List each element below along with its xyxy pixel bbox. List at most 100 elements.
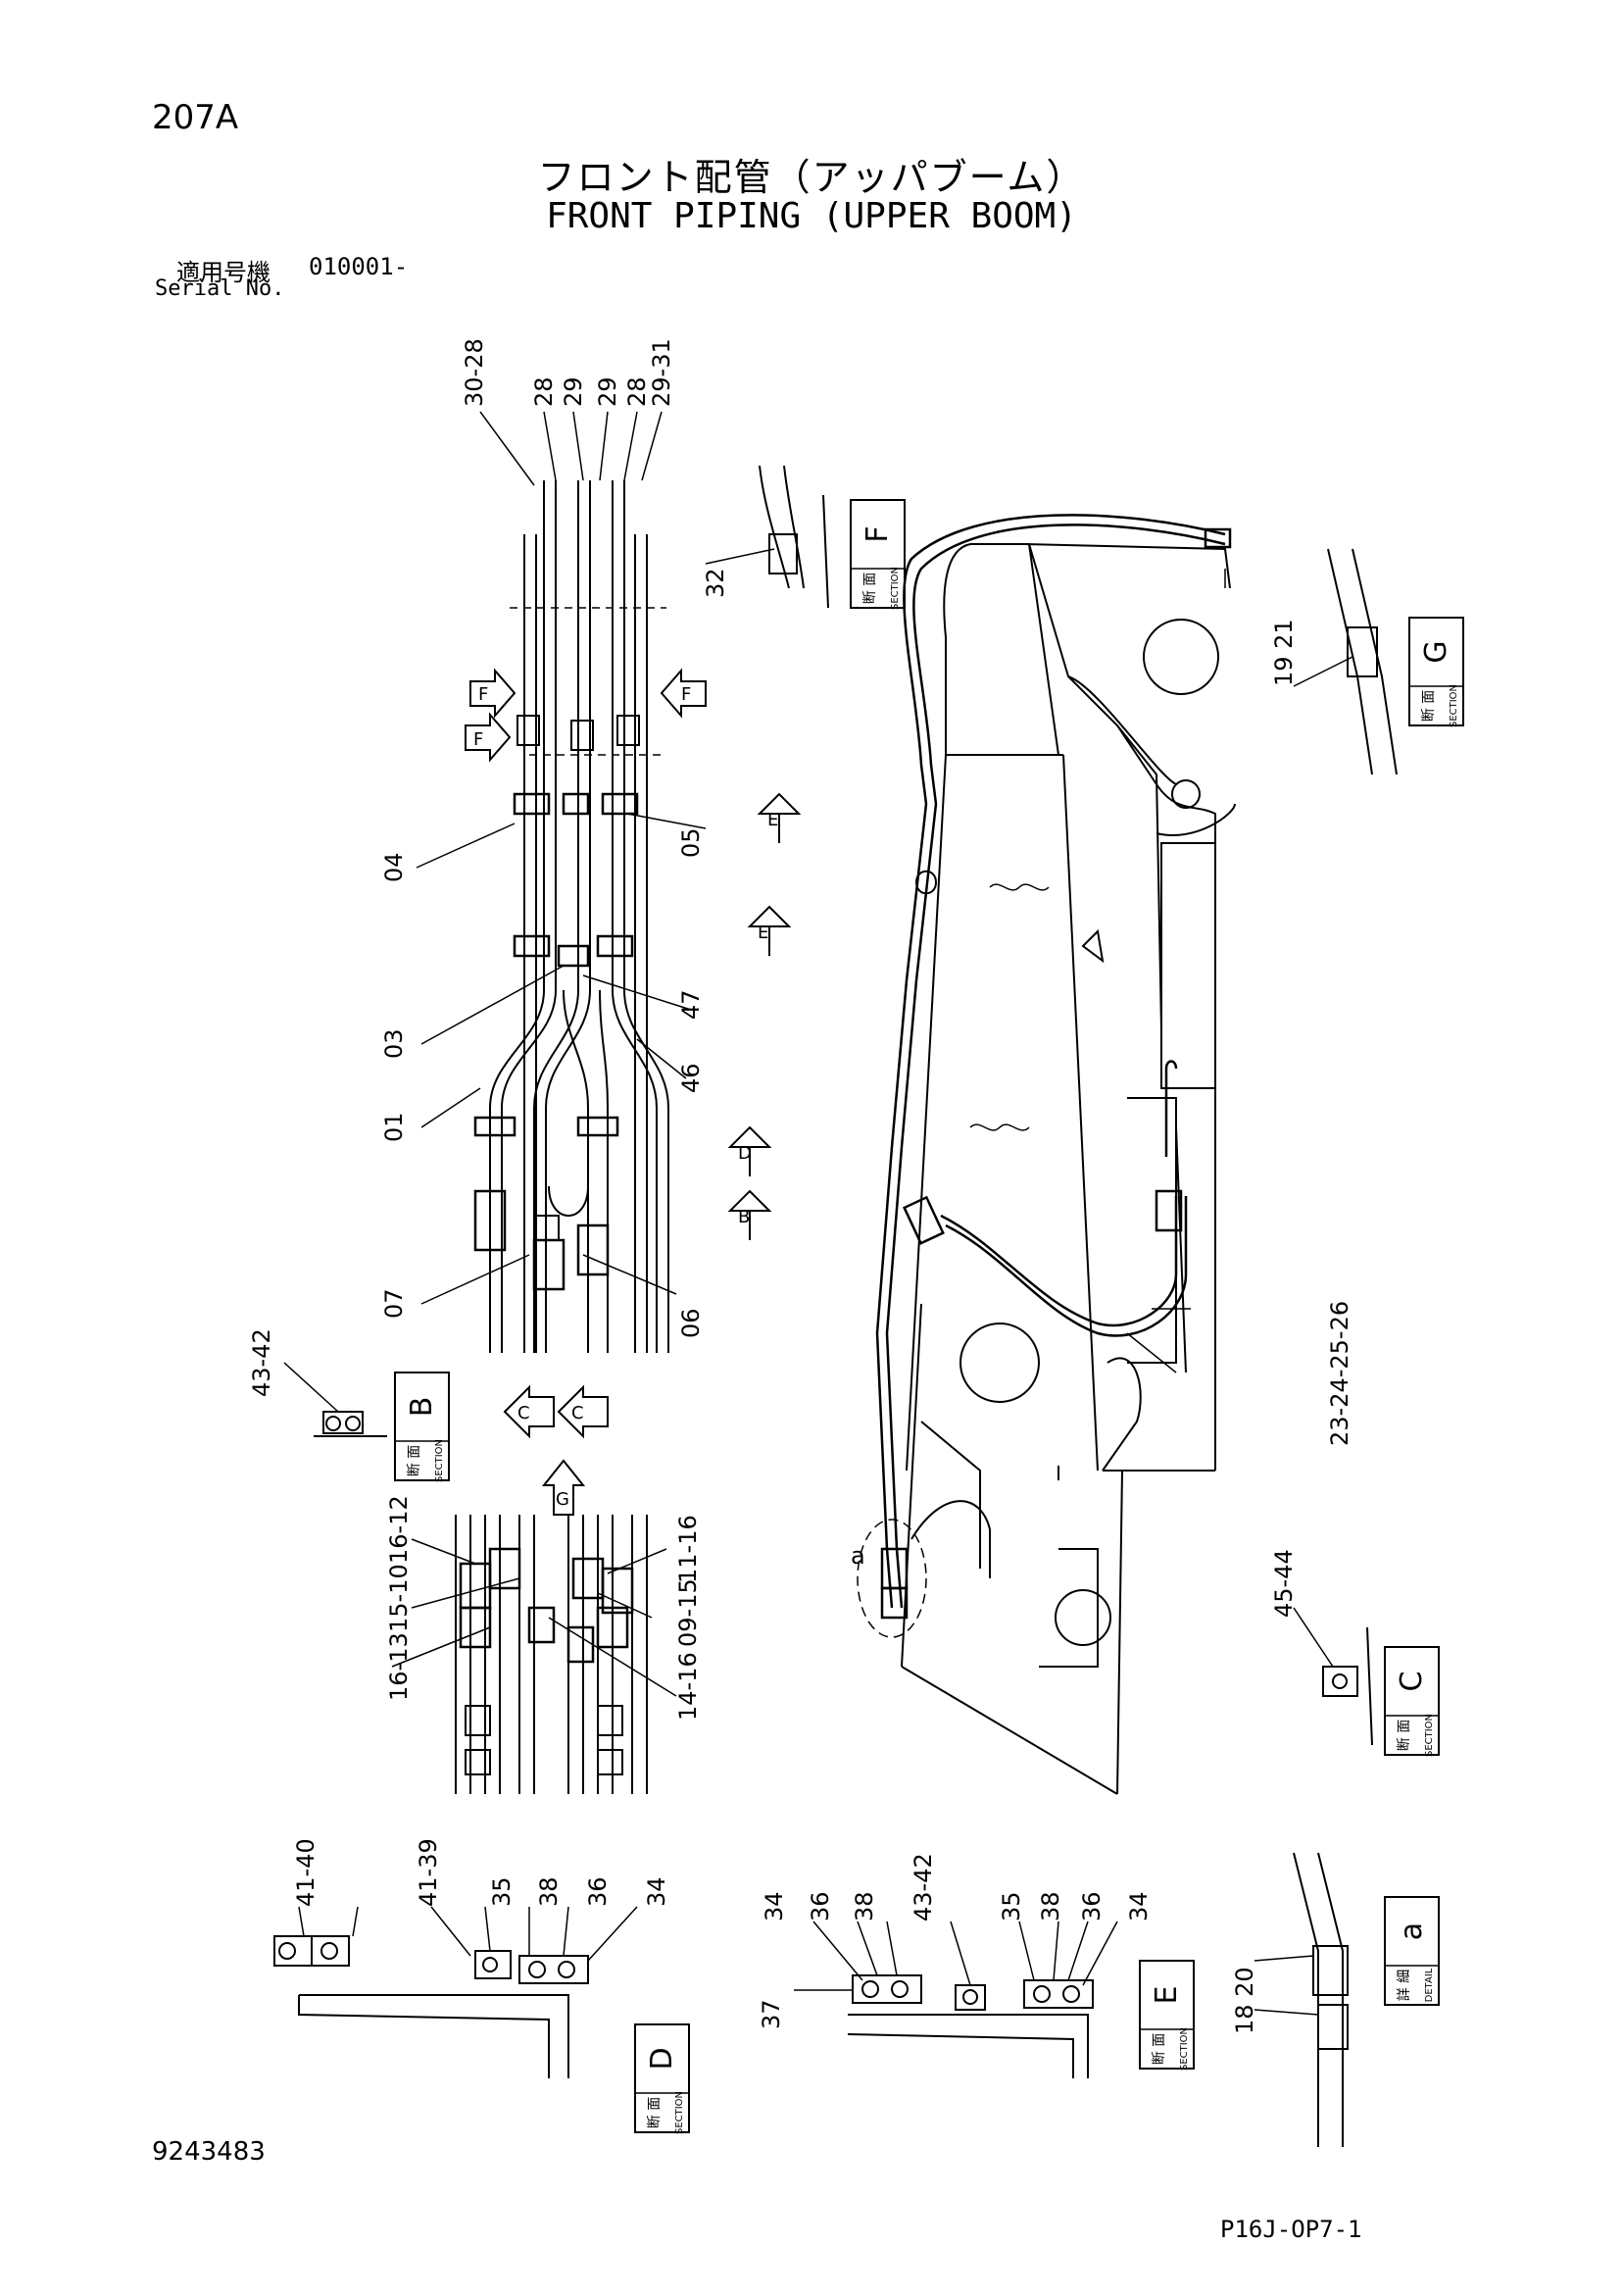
- leader-23-26: [1126, 1332, 1177, 1373]
- part-labels: 30-28 28 29 29 28 29-31 32 19 21 04 05 0…: [248, 338, 1353, 2034]
- section-letter-g: G: [1419, 640, 1453, 663]
- section-e-view: [794, 1921, 1118, 2078]
- arrow-label-c1: C: [517, 1403, 530, 1423]
- label-35: 35: [488, 1876, 516, 1907]
- label-36-e2: 36: [1078, 1891, 1106, 1922]
- pipe-bundle-upper: [473, 480, 669, 1353]
- title-english: FRONT PIPING (UPPER BOOM): [546, 196, 1077, 236]
- detail-a-view: [1254, 1852, 1349, 2147]
- label-36-e: 36: [807, 1891, 834, 1922]
- label-19-21: 19 21: [1270, 619, 1298, 686]
- section-en-f: SECTION: [890, 567, 901, 610]
- label-45-44: 45-44: [1270, 1549, 1298, 1618]
- label-47: 47: [677, 989, 705, 1020]
- arrow-label-e2: E: [758, 923, 768, 943]
- label-29b: 29: [594, 376, 621, 407]
- section-en-c: SECTION: [1424, 1714, 1435, 1757]
- label-34-e2: 34: [1125, 1891, 1153, 1922]
- section-letter-c: C: [1395, 1672, 1429, 1692]
- section-arrows: F F F E E D B C C G: [465, 668, 802, 1516]
- section-letter-f: F: [861, 525, 895, 542]
- label-18-20: 18 20: [1231, 1967, 1258, 2034]
- section-box-b: B 断 面 SECTION: [394, 1372, 450, 1482]
- arrow-label-b: B: [738, 1207, 750, 1227]
- label-30-28: 30-28: [461, 338, 488, 407]
- section-jp-g: 断 面: [1421, 690, 1437, 722]
- label-38: 38: [535, 1876, 563, 1907]
- section-g-view: [1293, 548, 1398, 775]
- label-05: 05: [677, 827, 705, 858]
- label-38-e: 38: [851, 1891, 878, 1922]
- section-box-f: F 断 面 SECTION: [850, 499, 906, 610]
- arrow-label-d: D: [738, 1143, 752, 1164]
- leader-lines-lower: [391, 1538, 677, 1697]
- detail-jp-a: 詳 細: [1397, 1970, 1412, 2001]
- title-japanese: フロント配管（アッパブーム）: [537, 156, 1086, 199]
- label-35-e: 35: [998, 1891, 1025, 1922]
- leader-lines-upper: [416, 411, 707, 1305]
- label-23-26: 23-24-25-26: [1326, 1301, 1353, 1446]
- label-16-13: 16-13: [385, 1632, 413, 1701]
- arrow-label-e1: E: [767, 810, 778, 830]
- label-34-e: 34: [761, 1891, 788, 1922]
- arrow-label-g: G: [556, 1489, 569, 1510]
- label-15-10: 15-10: [385, 1564, 413, 1632]
- section-jp-f: 断 面: [862, 573, 878, 604]
- arrow-label-f1: F: [478, 684, 488, 705]
- page-code: 207A: [152, 98, 239, 137]
- label-28a: 28: [530, 376, 558, 407]
- sheet-code: P16J-OP7-1: [1220, 2216, 1362, 2243]
- section-jp-c: 断 面: [1397, 1720, 1412, 1751]
- label-29-31: 29-31: [648, 338, 675, 407]
- section-letter-e: E: [1150, 1986, 1184, 2005]
- label-14-16: 14-16: [674, 1652, 702, 1721]
- section-en-g: SECTION: [1449, 684, 1459, 727]
- label-03: 03: [380, 1028, 408, 1059]
- pipe-bundle-lower: [455, 1515, 648, 1794]
- arrow-label-f2: F: [681, 684, 691, 705]
- label-32: 32: [702, 568, 729, 598]
- section-b-view: [283, 1362, 387, 1437]
- label-detail-a: a: [851, 1542, 865, 1570]
- label-43-42-b: 43-42: [248, 1328, 275, 1397]
- boom-hose: [875, 514, 1232, 1620]
- section-jp-e: 断 面: [1152, 2033, 1167, 2065]
- arrow-label-f3: F: [473, 729, 483, 750]
- label-38-e2: 38: [1037, 1891, 1064, 1922]
- label-34: 34: [643, 1876, 670, 1907]
- detail-box-a: a 詳 細 DETAIL: [1384, 1896, 1440, 2006]
- label-01: 01: [380, 1112, 408, 1142]
- label-06: 06: [677, 1308, 705, 1338]
- label-11-16: 11-16: [674, 1515, 702, 1583]
- label-41-40: 41-40: [292, 1838, 320, 1907]
- section-jp-d: 断 面: [647, 2097, 663, 2128]
- detail-letter-a: a: [1395, 1922, 1429, 1940]
- label-41-39: 41-39: [415, 1838, 442, 1907]
- section-letter-b: B: [405, 1397, 439, 1418]
- section-c-view: [1293, 1607, 1373, 1746]
- label-28b: 28: [623, 376, 651, 407]
- label-04: 04: [380, 852, 408, 882]
- detail-en-a: DETAIL: [1424, 1968, 1435, 2002]
- label-07: 07: [380, 1288, 408, 1319]
- label-29a: 29: [560, 376, 587, 407]
- boom-structure: [901, 543, 1236, 1795]
- section-en-d: SECTION: [674, 2091, 685, 2134]
- label-09-15: 09-15: [674, 1578, 702, 1647]
- label-46: 46: [677, 1063, 705, 1093]
- label-43-42-e: 43-42: [910, 1853, 937, 1922]
- label-16-12: 16-12: [385, 1495, 413, 1564]
- serial-label-english: Serial No.: [155, 276, 285, 301]
- section-jp-b: 断 面: [407, 1445, 422, 1476]
- serial-label-japanese: 適用号機: [176, 259, 270, 286]
- section-letter-d: D: [645, 2047, 679, 2070]
- arrow-label-c2: C: [571, 1403, 584, 1423]
- document-number: 9243483: [152, 2137, 266, 2167]
- label-36: 36: [584, 1876, 612, 1907]
- section-box-d: D 断 面 SECTION: [634, 2023, 690, 2134]
- label-37: 37: [758, 1999, 785, 2029]
- section-box-g: G 断 面 SECTION: [1408, 617, 1464, 727]
- section-en-e: SECTION: [1179, 2027, 1190, 2071]
- section-f-view: [705, 465, 829, 609]
- section-box-c: C 断 面 SECTION: [1384, 1646, 1440, 1757]
